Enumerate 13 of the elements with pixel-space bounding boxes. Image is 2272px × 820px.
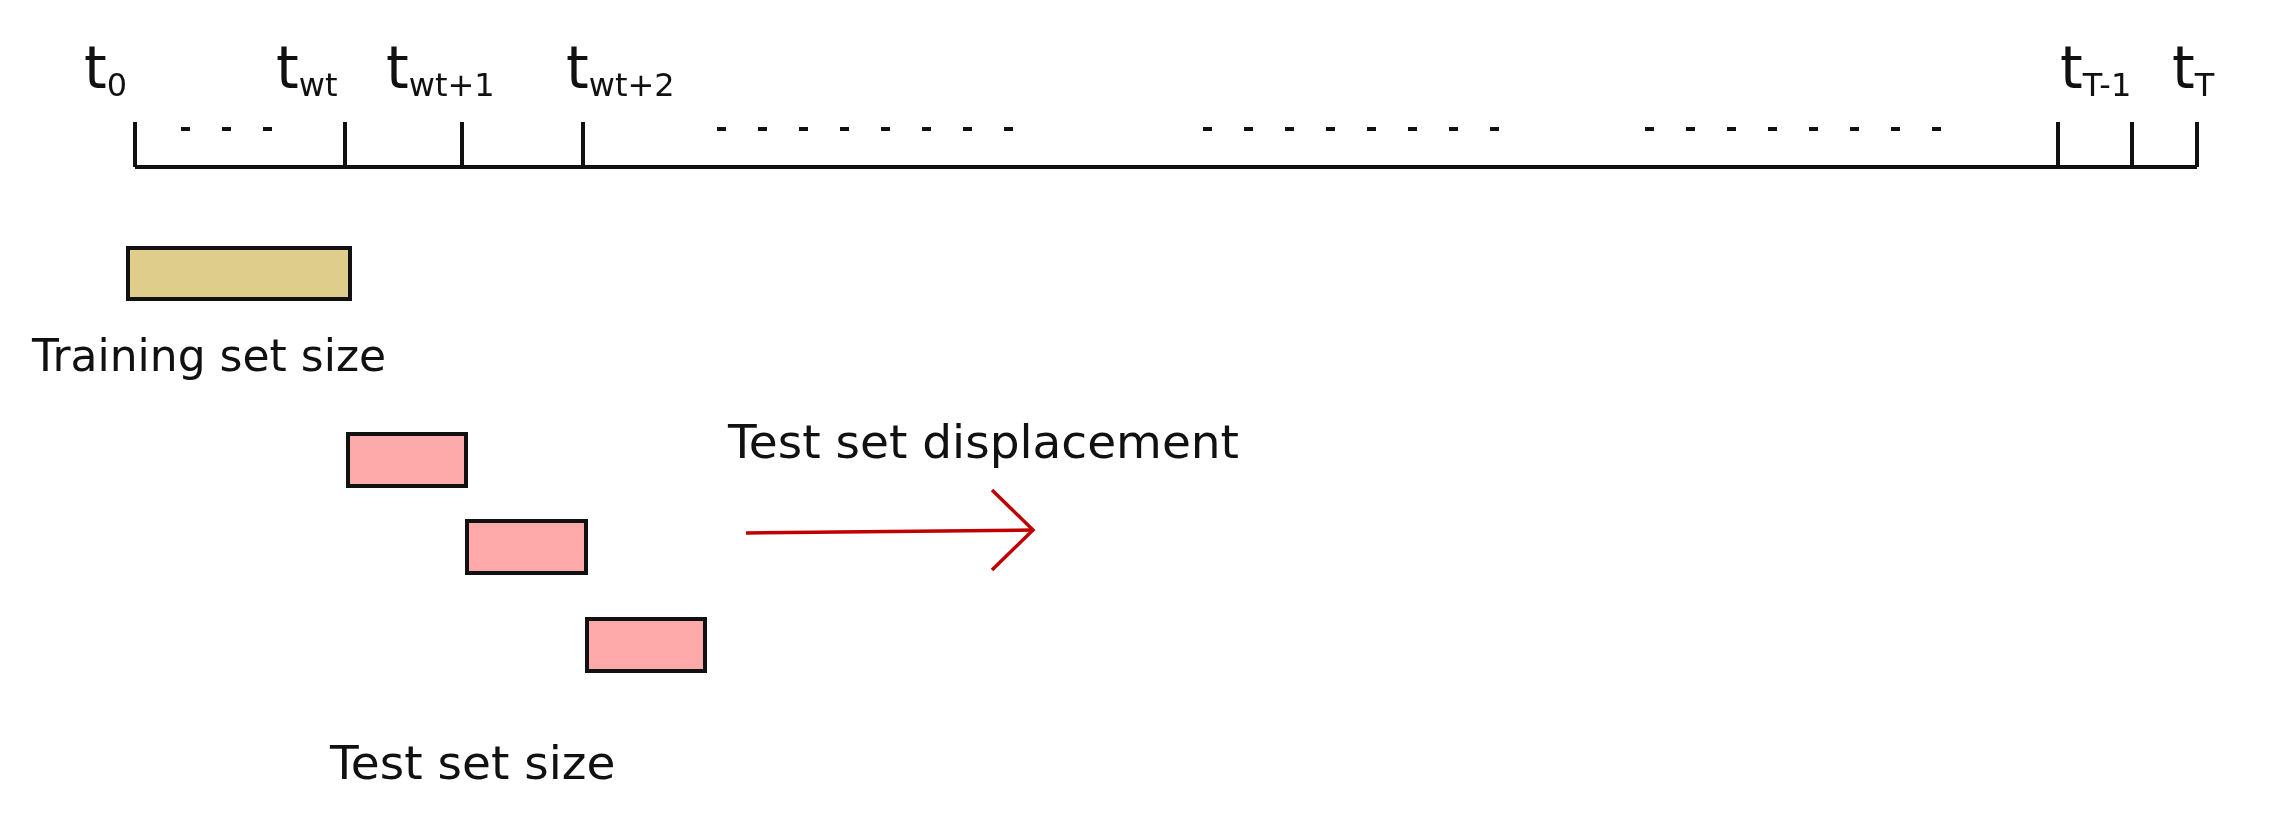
test-window-bar (465, 519, 588, 575)
time-step-label: t$_{0}$ (84, 34, 128, 104)
test-window-bar (346, 432, 468, 488)
time-step-label: t$_{wt+2}$ (566, 34, 675, 104)
test-window-bar (585, 617, 707, 673)
annotation-text: Test set displacement (728, 414, 1239, 469)
training-window-bar (126, 246, 352, 301)
bar-caption: Training set size (32, 330, 387, 381)
time-step-label: t$_{T-1}$ (2060, 34, 2132, 104)
time-step-label: t$_{wt}$ (276, 34, 338, 104)
annotation-text: Test set size (330, 735, 616, 790)
time-step-label: t$_{wt+1}$ (386, 34, 495, 104)
time-step-label: t$_{T}$ (2172, 34, 2215, 104)
